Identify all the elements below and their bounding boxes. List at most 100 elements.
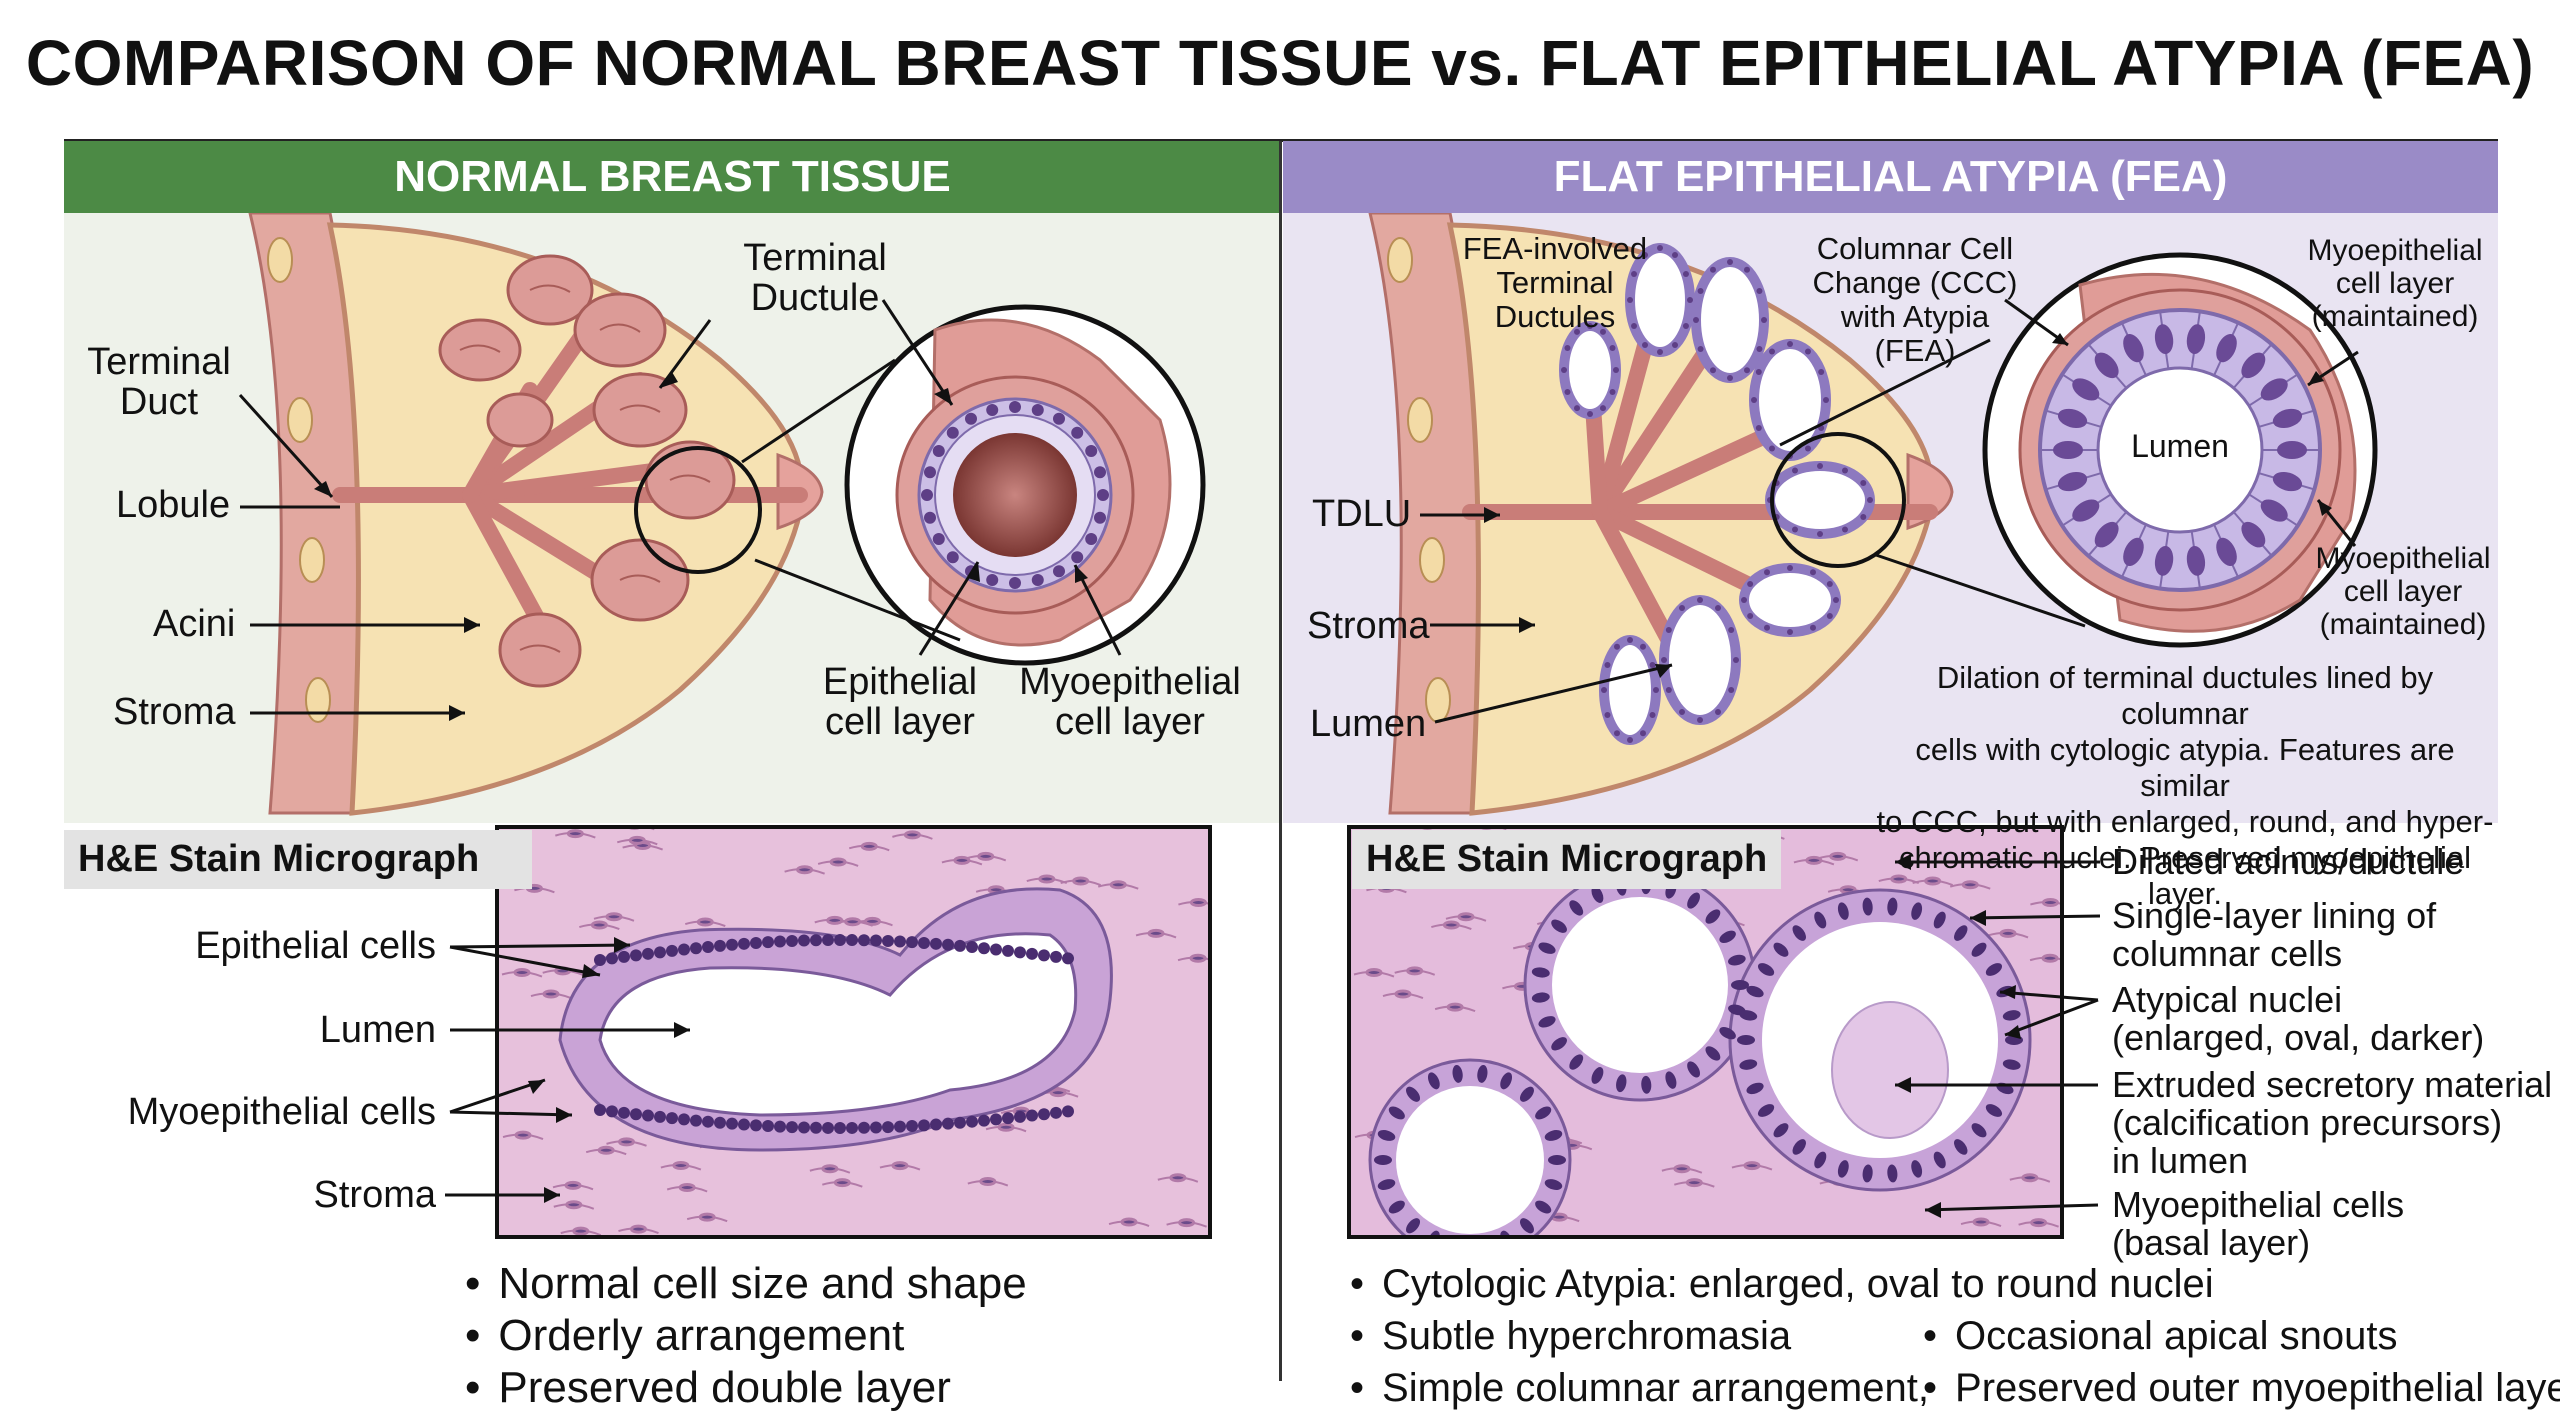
epithelial-nucleus	[714, 939, 726, 952]
stromal-nucleus	[1178, 1218, 1196, 1228]
atypical-nucleus	[2186, 324, 2206, 355]
normal-micrograph-tag: H&E Stain Micrograph	[64, 830, 532, 889]
duct-nucleus	[1805, 445, 1811, 452]
fea-bullet-3: Simple columnar arrangement,	[1350, 1362, 2214, 1414]
stromal-nucleus	[597, 1145, 615, 1155]
duct-nucleus	[1747, 581, 1754, 587]
epithelial-nucleus	[1062, 1105, 1074, 1118]
atypical-nucleus	[1500, 1230, 1513, 1237]
duct-nucleus	[1653, 687, 1659, 693]
label-terminal-ductule: Terminal Ductule	[743, 237, 887, 319]
duct-nucleus	[1728, 627, 1735, 633]
normal-panel-header: NORMAL BREAST TISSUE	[64, 141, 1281, 213]
stromal-nucleus	[564, 1180, 582, 1190]
atypical-nucleus	[1757, 963, 1775, 976]
atypical-nucleus	[1887, 897, 1898, 916]
duct-nucleus	[1665, 627, 1672, 633]
epithelial-nucleus	[666, 944, 678, 957]
atypical-nucleus	[1641, 1075, 1652, 1094]
atypical-nucleus	[2094, 352, 2119, 379]
duct-nucleus	[1609, 389, 1616, 395]
atypical-nucleus	[1500, 1072, 1513, 1090]
duct-nucleus	[1672, 342, 1678, 349]
stromal-nucleus	[1685, 1178, 1703, 1188]
duct-nucleus	[1751, 397, 1757, 403]
duct-nucleus	[1747, 613, 1754, 619]
duct-nucleus	[1810, 624, 1816, 631]
stromal-nucleus	[796, 865, 814, 875]
epithelial-nucleus	[1097, 489, 1109, 501]
stromal-nucleus	[1457, 912, 1475, 922]
epithelial-nucleus	[1085, 533, 1098, 545]
epithelial-nucleus	[1026, 947, 1038, 960]
duct-nucleus	[1574, 405, 1580, 412]
stromal-nucleus	[2021, 1173, 2039, 1183]
epithelial-nucleus	[946, 426, 959, 439]
epithelial-nucleus	[978, 1114, 990, 1127]
duct-nucleus	[1679, 605, 1685, 612]
stromal-nucleus	[629, 1224, 647, 1234]
epithelial-nucleus	[786, 934, 798, 947]
atypical-nucleus	[1544, 1130, 1563, 1141]
duct-nucleus	[1601, 687, 1607, 693]
stromal-nucleus	[1147, 928, 1165, 938]
duct-nucleus	[1744, 266, 1750, 273]
atypical-nucleus	[1739, 1059, 1758, 1070]
atypical-nucleus	[1862, 897, 1873, 916]
epithelial-nucleus	[1071, 426, 1084, 439]
stromal-nucleus	[1120, 1217, 1138, 1227]
atypical-nucleus	[1985, 963, 2003, 976]
duct-nucleus	[1627, 637, 1633, 643]
duct-nucleus	[1867, 497, 1873, 503]
duct-nucleus	[1604, 662, 1611, 668]
duct-nucleus	[1627, 737, 1633, 743]
epithelial-nucleus	[946, 551, 959, 564]
epithelial-nucleus	[1085, 445, 1098, 457]
duct-nucleus	[1764, 569, 1770, 576]
epithelial-nucleus	[798, 1121, 810, 1134]
label-stroma-fea: Stroma	[1307, 605, 1430, 647]
duct-nucleus	[1649, 712, 1656, 718]
normal-bullet-3: Preserved double layer	[465, 1362, 1027, 1414]
atypical-nucleus	[1705, 909, 1721, 924]
atypical-nucleus	[1933, 911, 1946, 929]
duct-nucleus	[1842, 467, 1848, 474]
epithelial-nucleus	[1031, 403, 1044, 416]
epithelial-nucleus	[1071, 551, 1084, 564]
duct-nucleus	[1564, 389, 1571, 395]
atypical-nucleus	[1519, 1218, 1534, 1234]
atypical-nucleus	[1616, 1074, 1627, 1093]
stromal-nucleus	[590, 920, 608, 930]
atypical-nucleus	[2154, 545, 2174, 576]
stromal-nucleus	[1446, 1002, 1464, 1012]
epithelial-nucleus	[986, 574, 999, 587]
panel-divider	[1279, 141, 1282, 1381]
atypical-nucleus	[1719, 930, 1736, 943]
atypical-nucleus	[1377, 1179, 1396, 1190]
atypical-nucleus	[1971, 942, 1987, 957]
label-myoepithelial-top: Myoepithelial cell layer (maintained)	[2307, 234, 2483, 333]
atypical-nucleus	[1985, 1104, 2003, 1117]
epithelial-nucleus	[930, 1118, 942, 1131]
atypical-nucleus	[2072, 378, 2100, 401]
epithelial-nucleus	[1002, 944, 1014, 957]
duct-nucleus	[1682, 323, 1689, 329]
label-epithelial-cells: Epithelial cells	[195, 925, 436, 967]
atypical-nucleus	[1862, 1164, 1873, 1183]
epithelial-nucleus	[762, 1120, 774, 1133]
duct-nucleus	[1657, 349, 1663, 355]
label-myoepithelial-basal: Myoepithelial cells (basal layer)	[2112, 1184, 2405, 1263]
stromal-nucleus	[833, 1178, 851, 1188]
duct-nucleus	[1860, 514, 1867, 520]
atypical-nucleus	[2002, 1010, 2021, 1021]
label-epithelial-layer: Epithelial cell layer	[822, 661, 978, 743]
epithelial-nucleus	[858, 1121, 870, 1134]
duct-nucleus	[1727, 259, 1733, 265]
duct-nucleus	[1614, 643, 1620, 650]
fea-bullets-left: Cytologic Atypia: enlarged, oval to roun…	[1350, 1258, 2214, 1414]
epithelial-nucleus	[894, 935, 906, 948]
duct-nucleus	[1787, 629, 1793, 635]
stromal-nucleus	[953, 855, 971, 865]
epithelial-nucleus	[834, 934, 846, 946]
duct-nucleus	[1756, 346, 1763, 352]
